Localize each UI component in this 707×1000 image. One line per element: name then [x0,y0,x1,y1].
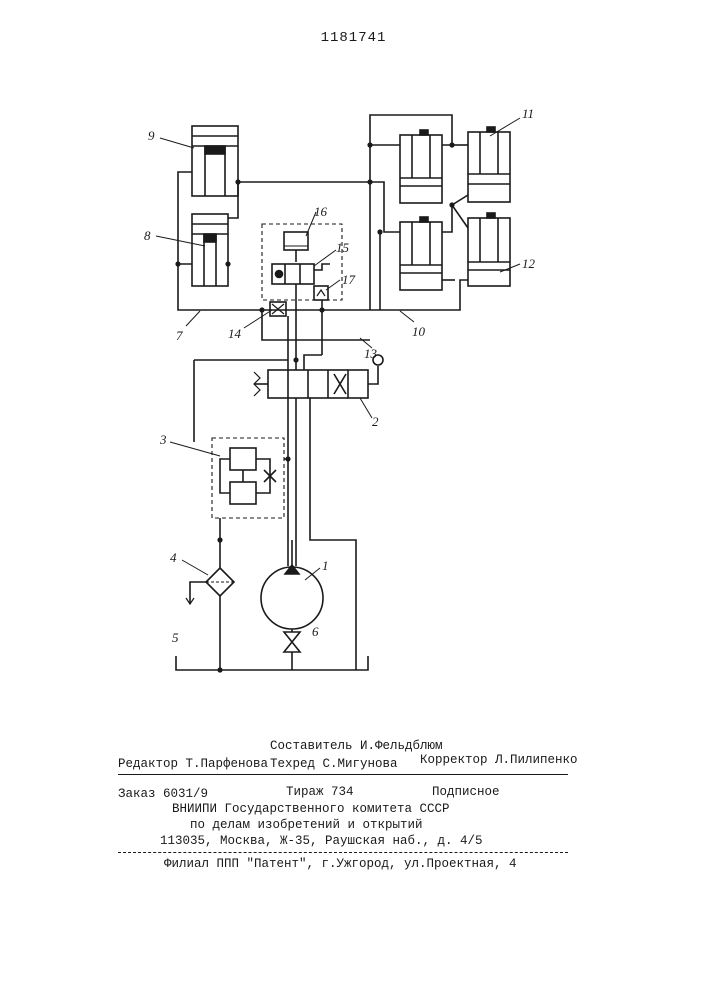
cylinder-right-upper-a [399,129,443,204]
label-11: 11 [522,106,534,121]
valve-15 [271,263,315,285]
tap-6 [282,631,302,644]
separator-1 [118,774,568,775]
distributor-2 [267,369,369,399]
tank-5 [175,656,369,671]
imprint-org-line2: по делам изобретений и открытий [190,818,423,832]
valve-block-3 [211,437,285,519]
cylinder-11 [467,126,511,203]
imprint-org-line1: ВНИИПИ Государственного комитета СССР [172,802,450,816]
valve-16 [283,231,309,251]
label-5: 5 [172,630,179,645]
line-7 [177,171,192,265]
label-1: 1 [322,558,329,573]
imprint-techred: Техред С.Мигунова [270,757,398,771]
valve-17 [313,285,329,301]
label-7: 7 [176,328,183,343]
label-2: 2 [372,414,379,429]
filter-4 [204,566,236,598]
valve-block-dashed [261,223,343,301]
label-6: 6 [312,624,319,639]
label-14: 14 [228,326,242,341]
label-13: 13 [364,346,378,361]
label-3: 3 [159,432,167,447]
separator-2 [118,852,568,853]
imprint-compiler: Составитель И.Фельдблюм [270,739,443,753]
imprint-subscription: Подписное [432,785,500,799]
label-8: 8 [144,228,151,243]
label-12: 12 [522,256,536,271]
label-16: 16 [314,204,328,219]
label-10: 10 [412,324,426,339]
imprint-address: 113035, Москва, Ж-35, Раушская наб., д. … [160,834,483,848]
throttle-14 [269,301,287,317]
label-9: 9 [148,128,155,143]
cylinder-8 [191,213,229,287]
imprint-corrector: Корректор Л.Пилипенко [420,753,578,767]
imprint-circulation: Тираж 734 [286,785,354,799]
page-number: 1181741 [320,30,387,46]
imprint-editor: Редактор Т.Парфенова [118,757,269,771]
label-15: 15 [336,240,350,255]
line-10 [380,279,468,311]
cylinder-12 [467,212,511,287]
pump-1 [260,566,324,630]
imprint-branch: Филиал ППП "Патент", г.Ужгород, ул.Проек… [164,857,517,871]
cylinder-right-lower-a [399,216,443,291]
label-17: 17 [342,272,356,287]
cylinder-9 [191,125,239,197]
imprint-order: Заказ 6031/9 [118,787,209,801]
hydraulic-schematic: 1 2 3 4 5 6 7 8 9 10 11 12 13 14 15 16 1… [144,106,536,673]
label-4: 4 [170,550,177,565]
